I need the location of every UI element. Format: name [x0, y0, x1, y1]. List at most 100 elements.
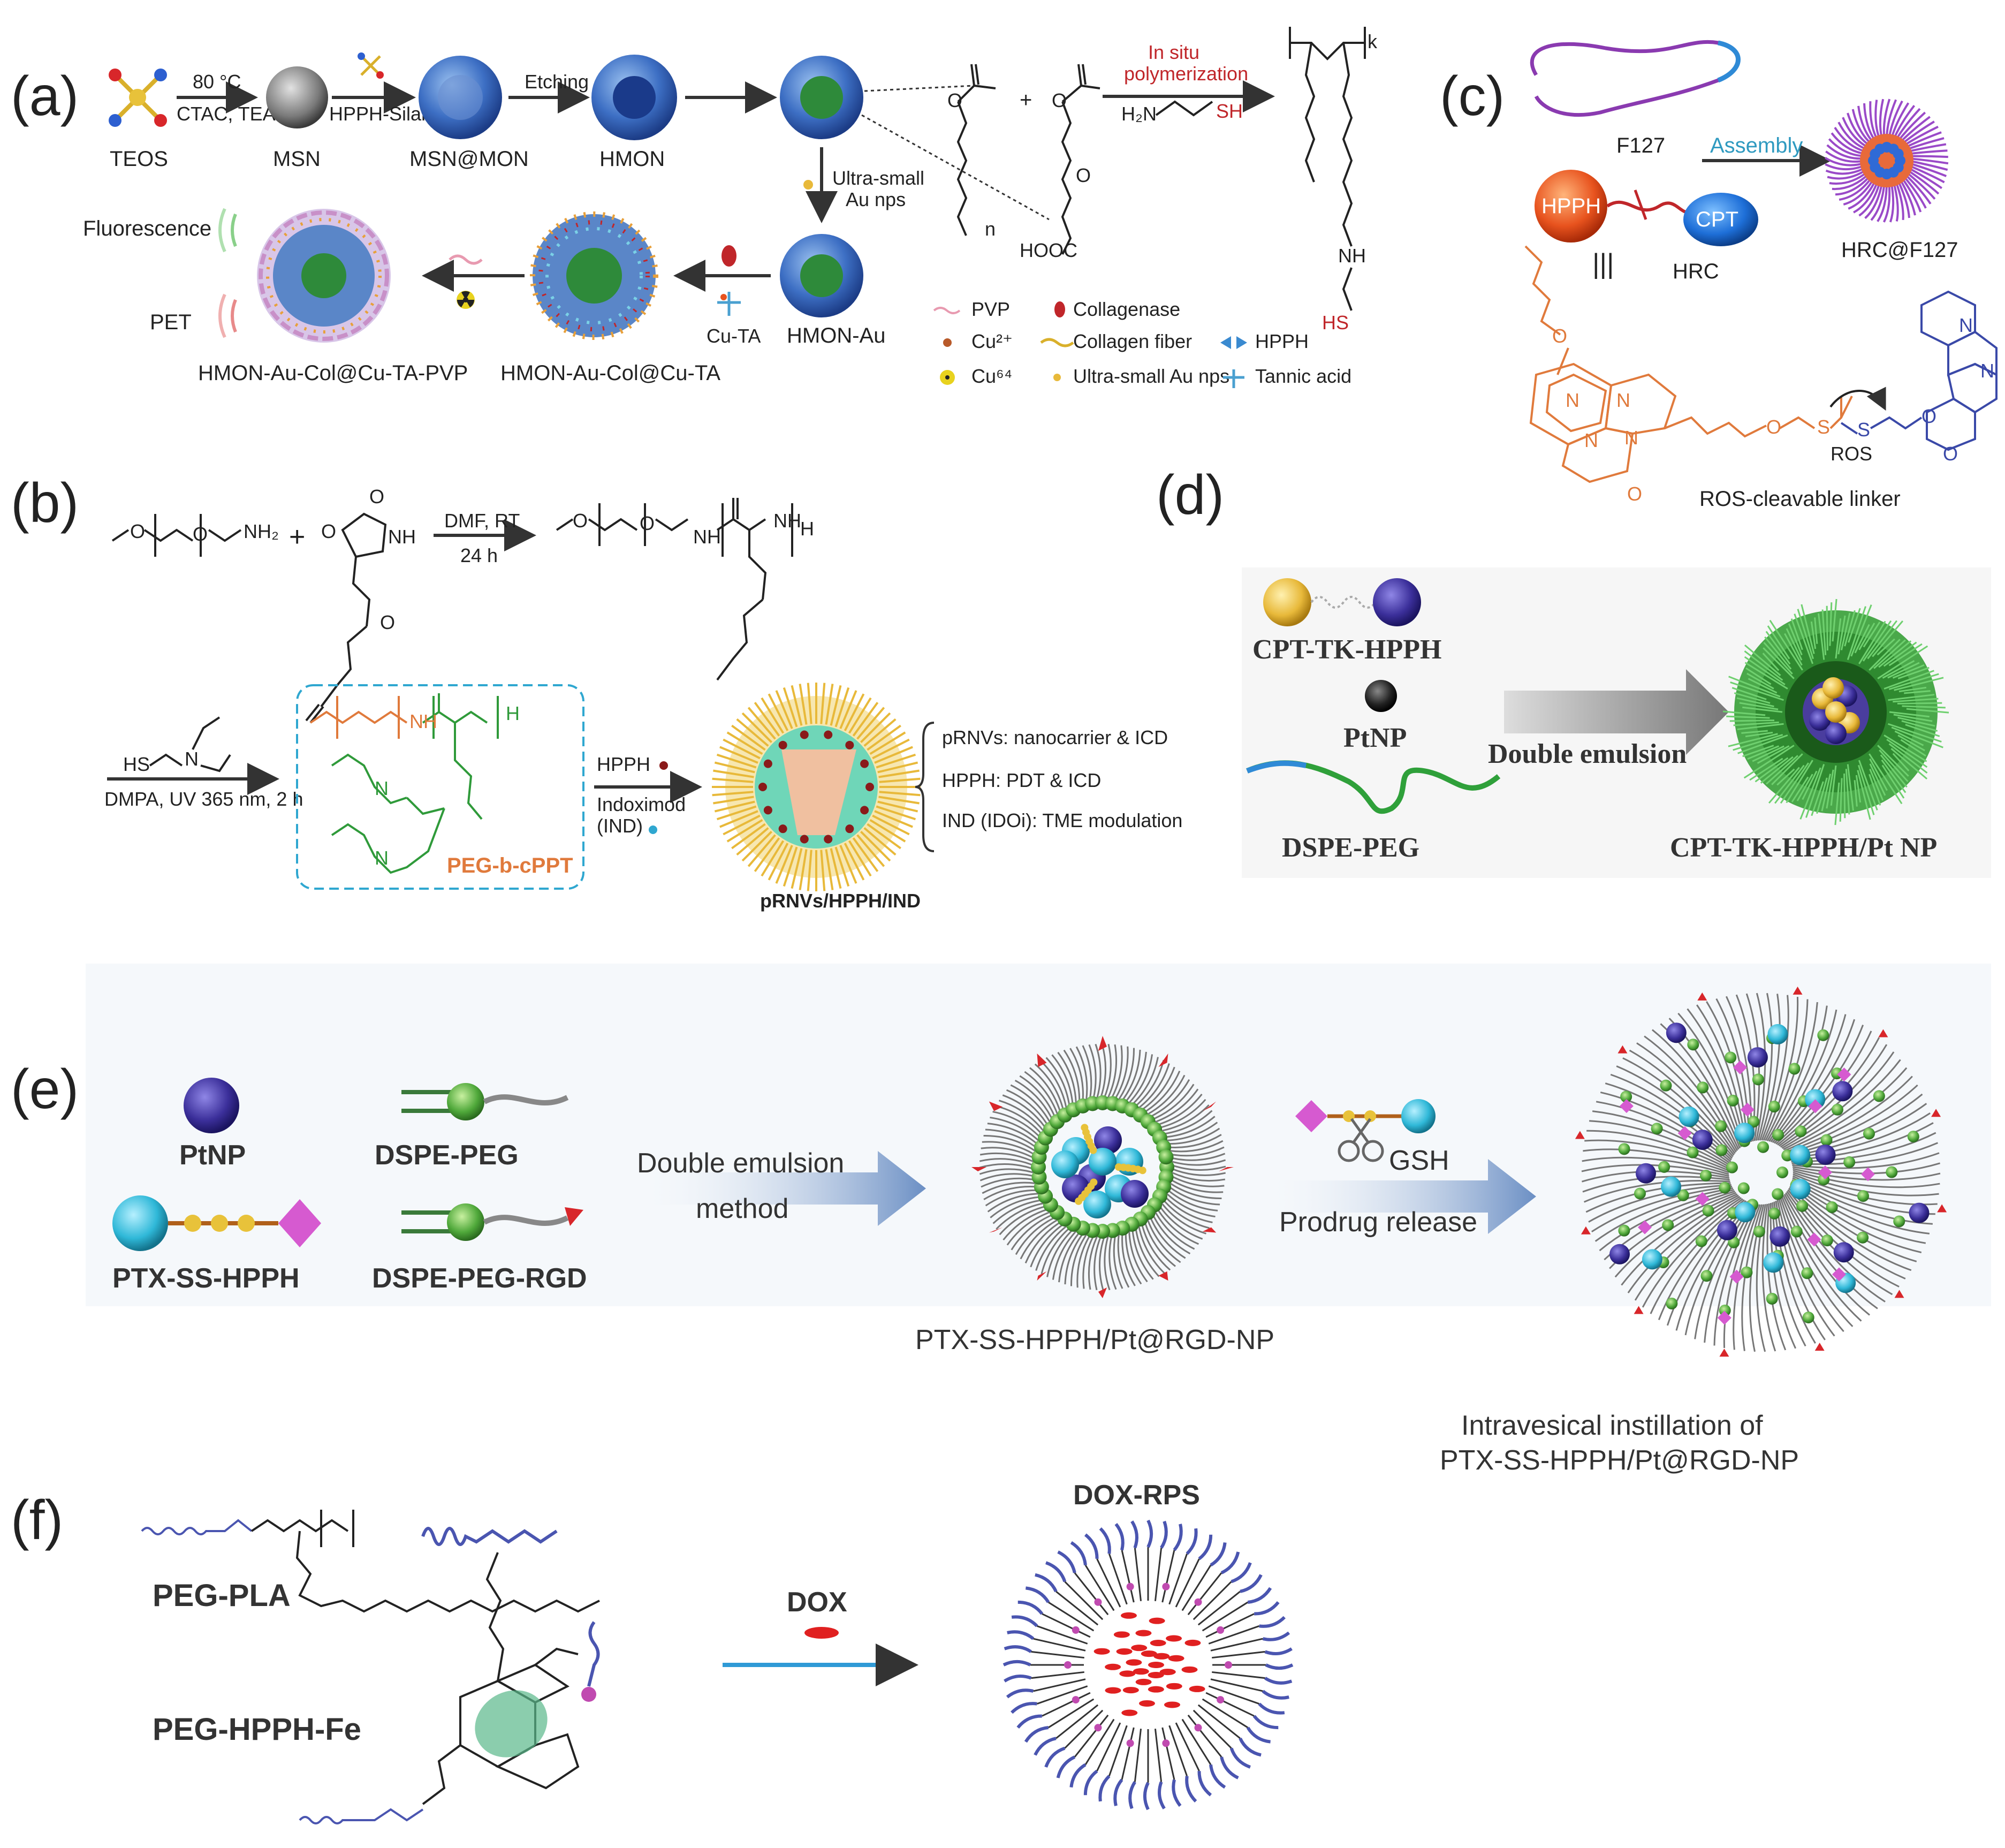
panel-a: (a) TEOS 80 °C CTAC, TEA MSN HPPH-Silane… — [11, 27, 1378, 388]
prodrug-release-label: Prodrug release — [1279, 1207, 1477, 1238]
svg-text:HS: HS — [1322, 312, 1349, 334]
panel-d: (d) CPT-TK-HPPH PtNP DSPE-PEG Double emu… — [1156, 464, 1991, 878]
legend-pvp: PVP — [971, 298, 1010, 320]
svg-text:S: S — [1817, 416, 1830, 438]
hpph-sphere — [1535, 170, 1607, 243]
svg-text:O: O — [1943, 443, 1958, 465]
msn-particle — [266, 66, 328, 128]
cond-cu-ta: Cu-TA — [707, 325, 761, 347]
svg-text:N: N — [1616, 389, 1630, 411]
svg-text:O: O — [321, 520, 336, 542]
cpt-ellipse — [1683, 193, 1758, 246]
legend-tannic-acid: Tannic acid — [1255, 365, 1351, 387]
ros-cleavable-linker-label: ROS-cleavable linker — [1699, 487, 1901, 511]
hpph-sphere-label: HPPH — [1541, 194, 1601, 218]
svg-text:NH₂: NH₂ — [244, 520, 279, 542]
legend-collagenase: Collagenase — [1073, 298, 1180, 320]
panel-c-label: (c) — [1440, 65, 1505, 127]
svg-text:+: + — [1020, 88, 1032, 112]
svg-text:NH: NH — [409, 710, 437, 732]
svg-text:SH: SH — [1216, 100, 1243, 122]
load-hpph: HPPH — [597, 753, 650, 775]
hpph-sphere-d — [1373, 578, 1421, 626]
hrc-f127-label: HRC@F127 — [1841, 238, 1958, 262]
prnv-product-label: pRNVs/HPPH/IND — [760, 890, 921, 912]
role-hpph: HPPH: PDT & ICD — [942, 769, 1101, 791]
legend-collagen-fiber: Collagen fiber — [1073, 330, 1192, 352]
panel-f-label: (f) — [11, 1489, 63, 1551]
cond-in-situ: In situ — [1148, 41, 1199, 63]
teos-molecule-icon — [109, 69, 167, 127]
node-teos: TEOS — [110, 147, 168, 171]
hrc-label: HRC — [1673, 260, 1719, 283]
load-indoximod: Indoximod — [597, 793, 686, 815]
signal-pet: PET — [150, 310, 192, 334]
cond-etching: Etching — [525, 71, 589, 93]
intravesical-label-line1: Intravesical instillation of — [1461, 1410, 1763, 1441]
radioactive-cu64-icon — [457, 291, 475, 309]
mpeg-amine-structure: O O NH₂ — [111, 514, 279, 557]
cond-80c: 80 °C — [193, 71, 241, 93]
peg-hpph-fe-label: PEG-HPPH-Fe — [153, 1712, 361, 1747]
tannic-acid-icon — [717, 292, 741, 316]
double-emulsion-arrow-e — [626, 1151, 926, 1226]
released-nanoparticle — [1575, 986, 1947, 1357]
svg-text:O: O — [640, 512, 655, 534]
prodrug-release-arrow — [1252, 1159, 1536, 1234]
panel-c: (c) F127 Assembly HRC@F127 HPPH CPT HRC … — [1440, 40, 1998, 511]
hrc-chemical-structure: O N N N N O O S S ROS O N — [1524, 245, 1998, 505]
cpt-tk-hpph-label: CPT-TK-HPPH — [1252, 634, 1441, 665]
ptx-ss-hpph-prodrug-icon — [112, 1195, 321, 1251]
dox-molecule-icon — [804, 1627, 839, 1639]
svg-text:O: O — [1052, 89, 1067, 111]
svg-text:+: + — [289, 521, 305, 552]
thiol-reagent: H₂N SH — [1121, 100, 1243, 125]
assembly-label: Assembly — [1710, 134, 1803, 157]
svg-text:NH: NH — [388, 526, 416, 548]
fluorescence-signal-icon — [218, 208, 237, 253]
monomer-structures: O n + O O HOOC — [947, 64, 1100, 261]
svg-text:NH: NH — [1338, 245, 1366, 267]
peg-pla-structure — [141, 1510, 600, 1613]
peg-b-cppt-structure: NH H N N — [309, 693, 520, 874]
ptnp-label-d: PtNP — [1343, 723, 1407, 753]
svg-text:HS: HS — [123, 753, 150, 775]
cond-24h: 24 h — [460, 544, 498, 566]
svg-text:HOOC: HOOC — [1020, 239, 1077, 261]
dox-label: DOX — [787, 1587, 847, 1618]
peg-pplg-structure: O O NH NH H — [556, 498, 814, 681]
svg-text:N: N — [1624, 427, 1638, 449]
svg-text:O: O — [130, 520, 145, 542]
svg-text:O: O — [1076, 164, 1091, 186]
node-hmon: HMON — [599, 147, 665, 171]
panel-d-label: (d) — [1156, 464, 1224, 526]
gsh-label: GSH — [1389, 1145, 1449, 1176]
dspe-peg-label-e: DSPE-PEG — [375, 1140, 519, 1171]
peg-b-cppt-label: PEG-b-cPPT — [447, 854, 573, 877]
signal-fluorescence: Fluorescence — [83, 217, 211, 240]
svg-text:N: N — [1566, 389, 1579, 411]
cpt-label: CPT — [1696, 208, 1738, 231]
svg-text:n: n — [985, 218, 996, 240]
panel-a-label: (a) — [11, 65, 79, 127]
ptnp-sphere-d — [1365, 680, 1397, 712]
cond-ctac: CTAC, TEA — [177, 103, 276, 125]
load-ind: (IND) — [597, 815, 643, 837]
cpt-sphere — [1263, 578, 1311, 626]
intravesical-label-line2: PTX-SS-HPPH/Pt@RGD-NP — [1440, 1445, 1799, 1476]
ptnp-label-e: PtNP — [179, 1140, 246, 1171]
diethylaminoethanethiol-structure: HS N — [123, 716, 231, 775]
svg-text:N: N — [185, 748, 199, 770]
node-msn: MSN — [273, 147, 321, 171]
svg-text:O: O — [1627, 483, 1642, 505]
role-ind: IND (IDOi): TME modulation — [942, 809, 1182, 831]
f127-label: F127 — [1616, 134, 1665, 157]
polymer-product-structure: k NH HS — [1289, 27, 1378, 334]
peg-b-cppt-box — [296, 684, 584, 890]
f127-polymer-chain — [1530, 40, 1740, 117]
svg-text:N: N — [1584, 429, 1598, 451]
svg-text:N: N — [1959, 314, 1973, 336]
peg-pla-label: PEG-PLA — [153, 1578, 291, 1613]
cpt-tk-hpph-pt-nanoparticle — [1722, 599, 1949, 825]
